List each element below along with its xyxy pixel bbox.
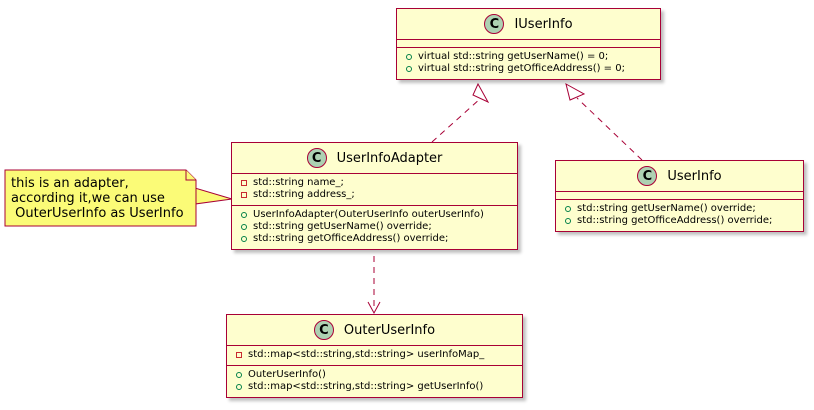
method-text: std::string getOfficeAddress() override;: [253, 233, 449, 244]
public-visibility-icon: [241, 236, 247, 242]
field-row: std::map<std::string,std::string> userIn…: [235, 349, 522, 361]
method-text: std::string getUserName() override;: [253, 221, 432, 232]
class-name: OuterUserInfo: [343, 322, 436, 338]
methods-section: OuterUserInfo() std::map<std::string,std…: [227, 365, 522, 397]
class-name: UserInfo: [667, 168, 722, 184]
class-name: IUserInfo: [514, 16, 573, 32]
private-visibility-icon: [241, 180, 247, 186]
class-iuserinfo[interactable]: C IUserInfo virtual std::string getUserN…: [396, 8, 661, 80]
methods-section: virtual std::string getUserName() = 0; v…: [397, 47, 660, 79]
class-userinfo[interactable]: C UserInfo std::string getUserName() ove…: [555, 160, 804, 232]
methods-section: UserInfoAdapter(OuterUserInfo outerUserI…: [232, 205, 517, 249]
class-outeruserinfo[interactable]: C OuterUserInfo std::map<std::string,std…: [226, 314, 523, 398]
method-text: std::string getUserName() override;: [577, 203, 756, 214]
class-header: C OuterUserInfo: [227, 315, 522, 346]
method-text: virtual std::string getOfficeAddress() =…: [418, 63, 625, 74]
method-row: std::map<std::string,std::string> getUse…: [235, 381, 522, 393]
method-row: std::string getUserName() override;: [564, 203, 803, 215]
method-text: OuterUserInfo(): [248, 369, 326, 380]
private-visibility-icon: [241, 192, 247, 198]
public-visibility-icon: [241, 212, 247, 218]
realization-edge-userinfo: [565, 83, 643, 161]
class-badge-icon: C: [637, 166, 658, 186]
dependency-edge-outeruserinfo: [367, 256, 381, 315]
method-row: UserInfoAdapter(OuterUserInfo outerUserI…: [240, 209, 517, 221]
class-header: C UserInfo: [556, 161, 803, 192]
public-visibility-icon: [406, 54, 412, 60]
methods-section: std::string getUserName() override; std:…: [556, 199, 803, 231]
field-text: std::string address_;: [253, 189, 355, 200]
fields-section: [556, 192, 803, 199]
note-line-2: according it,we can use: [11, 191, 165, 206]
field-row: std::string name_;: [240, 177, 517, 189]
public-visibility-icon: [406, 66, 412, 72]
class-badge-icon: C: [306, 148, 327, 168]
method-row: virtual std::string getOfficeAddress() =…: [405, 63, 660, 75]
method-row: std::string getOfficeAddress() override;: [564, 215, 803, 227]
method-text: std::map<std::string,std::string> getUse…: [248, 381, 484, 392]
method-text: virtual std::string getUserName() = 0;: [418, 51, 609, 62]
note-line-3: OuterUserInfo as UserInfo: [11, 206, 184, 221]
method-text: std::string getOfficeAddress() override;: [577, 215, 773, 226]
fields-section: std::string name_; std::string address_;: [232, 174, 517, 205]
class-badge-icon: C: [484, 14, 505, 34]
method-row: std::string getUserName() override;: [240, 221, 517, 233]
public-visibility-icon: [565, 206, 571, 212]
class-header: C UserInfoAdapter: [232, 143, 517, 174]
public-visibility-icon: [236, 384, 242, 390]
field-text: std::string name_;: [253, 177, 344, 188]
fields-section: std::map<std::string,std::string> userIn…: [227, 346, 522, 365]
public-visibility-icon: [236, 372, 242, 378]
class-userinfoadapter[interactable]: C UserInfoAdapter std::string name_; std…: [231, 142, 518, 250]
note-line-1: this is an adapter,: [11, 176, 129, 191]
method-text: UserInfoAdapter(OuterUserInfo outerUserI…: [253, 209, 484, 220]
class-badge-icon: C: [313, 320, 334, 340]
class-header: C IUserInfo: [397, 9, 660, 40]
realization-edge-adapter: [431, 82, 490, 143]
method-row: std::string getOfficeAddress() override;: [240, 233, 517, 245]
method-row: OuterUserInfo(): [235, 369, 522, 381]
fields-section: [397, 40, 660, 47]
field-row: std::string address_;: [240, 189, 517, 201]
class-name: UserInfoAdapter: [336, 150, 443, 166]
method-row: virtual std::string getUserName() = 0;: [405, 51, 660, 63]
field-text: std::map<std::string,std::string> userIn…: [248, 349, 485, 360]
public-visibility-icon: [565, 218, 571, 224]
private-visibility-icon: [236, 352, 242, 358]
public-visibility-icon: [241, 224, 247, 230]
